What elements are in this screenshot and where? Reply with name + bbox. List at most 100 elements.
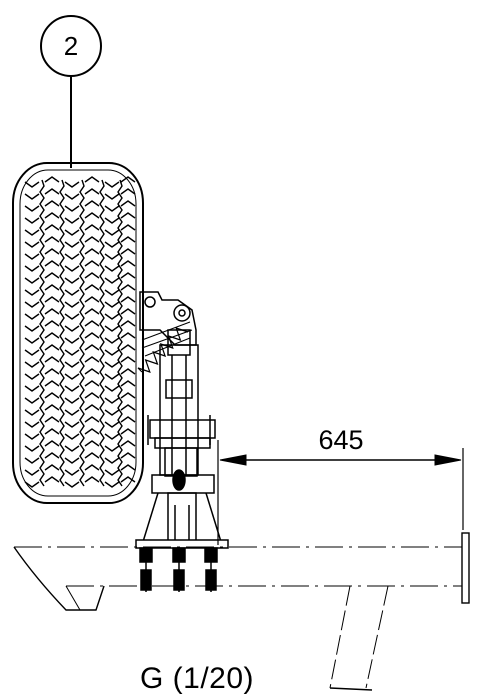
tread-block [64,385,80,392]
tread-groove [79,179,85,487]
tread-block [84,416,100,423]
tread-block [64,265,80,272]
tread-block [120,368,136,375]
tread-block [24,481,40,488]
tread-block [24,349,40,356]
tread-block [64,457,80,464]
tread-block [84,476,100,483]
tread-block [104,265,120,272]
tread-block [44,476,60,483]
tread-block [84,236,100,243]
tread-block [24,217,40,224]
tread-block [44,428,60,435]
tread-block [24,373,40,380]
tread-block [120,296,136,303]
tread-block [44,176,60,183]
tread-block [104,181,120,188]
tread-block [120,344,136,351]
tread-block [24,181,40,188]
tread-block [24,265,40,272]
tread-block [44,368,60,375]
tread-block [64,481,80,488]
tread-block [84,344,100,351]
tread-block [24,421,40,428]
tread-block [84,452,100,459]
tread-block [64,469,80,476]
tread-block [104,469,120,476]
tread-block [44,344,60,351]
tread-groove [59,179,65,487]
tread-block [104,205,120,212]
tread-block [84,260,100,267]
tread-block [104,253,120,260]
tread-block [120,320,136,327]
tread-block [24,301,40,308]
tread-block [24,337,40,344]
tread-block [44,188,60,195]
tread-block [104,409,120,416]
tread-block [104,289,120,296]
tread-block [44,212,60,219]
tread-block [24,409,40,416]
tread-block [44,440,60,447]
tread-block [64,409,80,416]
tread-block [120,404,136,411]
tread-block [84,428,100,435]
tread-block [44,332,60,339]
tread-block [64,433,80,440]
tread-block [120,308,136,315]
spring [137,327,189,373]
tread-block [24,433,40,440]
tread-block [84,176,100,183]
tread-block [84,404,100,411]
tread-block [44,308,60,315]
tread-block [84,380,100,387]
tread-block [104,361,120,368]
dimension-645: 645 [217,425,464,545]
tread-block [24,241,40,248]
tire [12,162,144,504]
dimension-arrow-right [434,454,462,466]
tread-block [24,313,40,320]
tread-block [84,224,100,231]
suspension-bracket [139,291,197,357]
tread-pattern [24,176,136,488]
tread-block [104,229,120,236]
tread-groove [39,179,45,487]
tread-block [24,289,40,296]
tread-block [120,392,136,399]
tread-block [64,205,80,212]
tread-block [84,464,100,471]
tread-block [44,392,60,399]
tread-block [104,385,120,392]
tread-block [120,260,136,267]
chassis-beam [13,532,470,611]
tread-block [104,313,120,320]
tread-block [120,248,136,255]
tread-block [120,416,136,423]
tread-block [120,200,136,207]
tread-block [120,224,136,231]
tread-block [44,272,60,279]
tread-block [84,320,100,327]
tread-block [64,241,80,248]
tread-block [104,349,120,356]
item-balloon: 2 [40,15,102,168]
tread-groove [99,179,105,487]
tread-block [84,248,100,255]
tread-block [44,284,60,291]
tread-block [84,308,100,315]
tread-block [104,277,120,284]
tread-block [120,428,136,435]
tread-block [44,260,60,267]
tread-block [120,236,136,243]
tread-block [104,373,120,380]
tread-block [104,241,120,248]
tread-block [44,296,60,303]
tread-block [84,212,100,219]
tread-block [44,464,60,471]
tread-block [84,356,100,363]
tread-block [64,361,80,368]
tread-block [24,385,40,392]
